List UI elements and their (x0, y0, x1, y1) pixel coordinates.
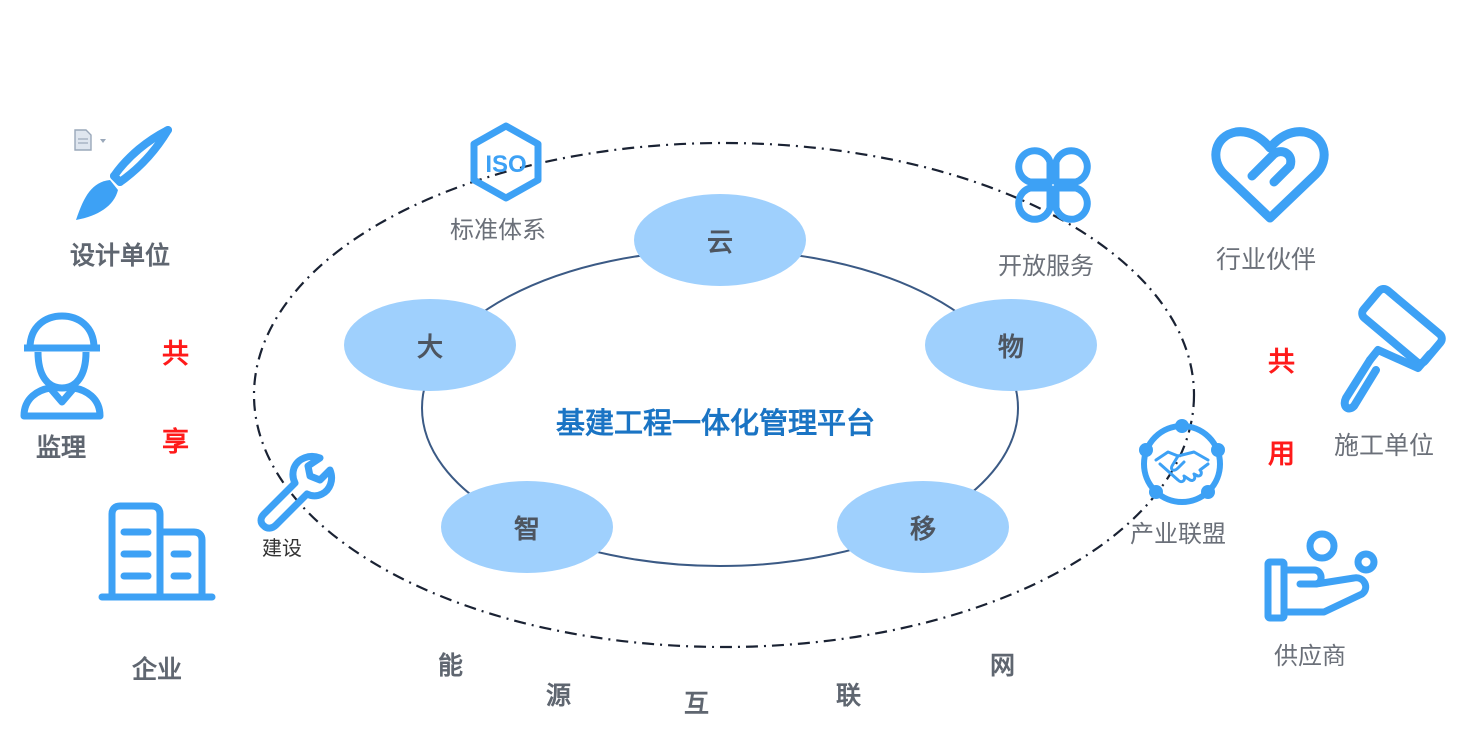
industry-alliance-label: 产业联盟 (1130, 520, 1226, 548)
node-thing-label: 物 (997, 332, 1024, 363)
clover-icon (1015, 147, 1091, 223)
enterprise-label: 企业 (132, 655, 183, 684)
design-unit-label: 设计单位 (70, 241, 171, 270)
bottom-char-1: 能 (438, 651, 464, 680)
bottom-char-4: 联 (836, 681, 862, 710)
supervision-label: 监理 (36, 433, 87, 462)
supplier-label: 供应商 (1274, 642, 1346, 670)
use-char-1: 共 (1268, 347, 1295, 378)
share-char-2: 享 (162, 427, 189, 458)
bottom-char-2: 源 (546, 681, 572, 710)
building-icon (98, 502, 216, 601)
supplier-hand-icon (1264, 530, 1378, 622)
industry-partner-label: 行业伙伴 (1216, 245, 1317, 274)
document-icon (74, 129, 106, 151)
node-mobile: 移 (837, 481, 1009, 573)
paint-roller-icon (1340, 284, 1446, 413)
node-big: 大 (344, 299, 516, 391)
node-smart: 智 (441, 481, 613, 573)
standard-system-label: 标准体系 (450, 216, 546, 244)
node-cloud-label: 云 (706, 227, 733, 258)
wrench-icon (257, 452, 336, 532)
handshake-icon (1139, 419, 1225, 505)
center-title: 基建工程一体化管理平台 (556, 406, 876, 440)
paintbrush-icon (76, 126, 172, 220)
use-char-2: 用 (1268, 439, 1295, 470)
iso-icon: ISO (470, 122, 542, 202)
share-char-1: 共 (162, 339, 189, 370)
bottom-char-5: 网 (990, 651, 1016, 680)
outer-dashdot-ellipse (252, 141, 1196, 649)
construction-unit-label: 施工单位 (1334, 431, 1435, 460)
open-service-label: 开放服务 (998, 252, 1094, 280)
node-big-label: 大 (416, 332, 443, 363)
node-cloud: 云 (634, 194, 806, 286)
node-smart-label: 智 (513, 514, 540, 545)
bottom-char-3: 互 (684, 689, 710, 718)
node-mobile-label: 移 (909, 514, 936, 545)
node-thing: 物 (925, 299, 1097, 391)
construction-label: 建设 (262, 536, 302, 560)
iso-text: ISO (485, 151, 526, 178)
worker-icon (20, 312, 104, 420)
heart-icon (1211, 127, 1329, 223)
